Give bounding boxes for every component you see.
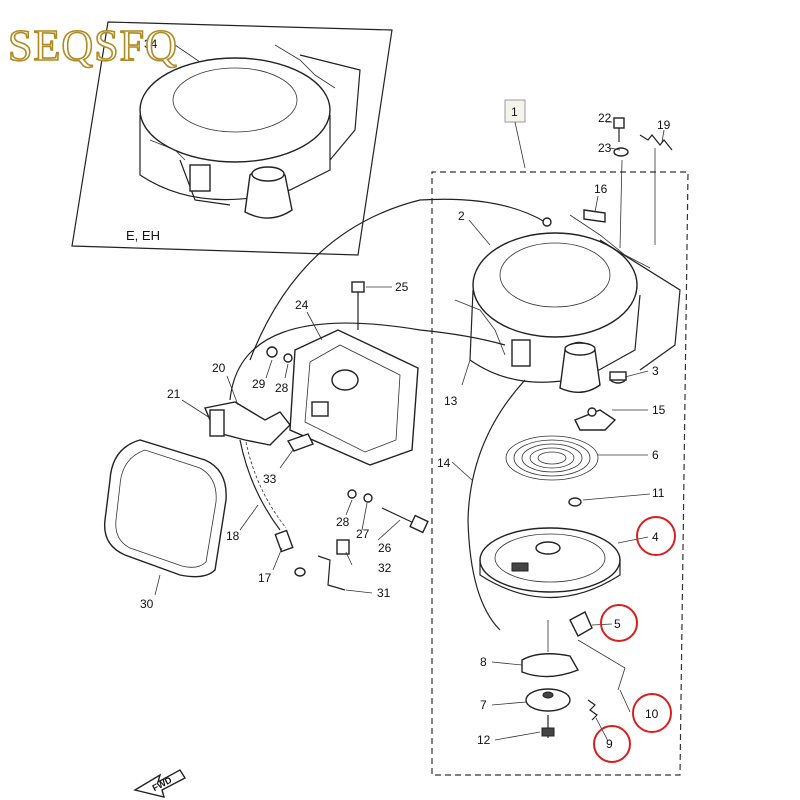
part-28-lower bbox=[347, 489, 357, 499]
callout-14: 14 bbox=[437, 456, 451, 470]
callout-28-lower: 28 bbox=[336, 515, 350, 529]
callout-13: 13 bbox=[444, 394, 458, 408]
part-27 bbox=[363, 493, 373, 503]
callout-12: 12 bbox=[477, 733, 491, 747]
part-18-cable bbox=[239, 439, 281, 531]
part-17 bbox=[274, 529, 306, 577]
callout-9: 9 bbox=[606, 737, 613, 751]
callout-26: 26 bbox=[378, 541, 392, 555]
part-29 bbox=[266, 346, 278, 358]
callout-33: 33 bbox=[263, 472, 277, 486]
callout-20: 20 bbox=[212, 361, 226, 375]
starter-rope bbox=[467, 379, 526, 631]
callout-5: 5 bbox=[614, 617, 621, 631]
callout-2: 2 bbox=[458, 209, 465, 223]
part-25-bolt bbox=[351, 281, 365, 330]
part-4-pulley bbox=[479, 527, 621, 598]
part-5 bbox=[569, 611, 593, 637]
part-23-washer bbox=[613, 147, 629, 157]
highlight-circles bbox=[593, 516, 676, 763]
callout-11: 11 bbox=[652, 486, 665, 500]
inset-label: E, EH bbox=[126, 228, 160, 243]
callout-34: 34 bbox=[144, 37, 158, 51]
part-16 bbox=[583, 209, 606, 223]
callout-10: 10 bbox=[645, 707, 659, 721]
callout-31: 31 bbox=[377, 586, 391, 600]
callout-7: 7 bbox=[480, 698, 487, 712]
callout-16: 16 bbox=[594, 182, 608, 196]
callout-27: 27 bbox=[356, 527, 370, 541]
callout-25: 25 bbox=[395, 280, 409, 294]
callout-19: 19 bbox=[657, 118, 671, 132]
inset-panel: E, EH 34 bbox=[71, 21, 393, 256]
callout-8: 8 bbox=[480, 655, 487, 669]
part-28-upper bbox=[283, 353, 293, 363]
highlight-circle-4 bbox=[636, 516, 676, 556]
callout-24: 24 bbox=[295, 298, 309, 312]
brand-watermark: SEQSFQ bbox=[8, 21, 178, 70]
part-24-bracket bbox=[289, 329, 419, 466]
callout-1: 1 bbox=[511, 105, 518, 119]
part-20-21-lever bbox=[204, 401, 291, 446]
part-9 bbox=[587, 699, 598, 721]
part-10 bbox=[577, 639, 626, 691]
part-11 bbox=[568, 497, 582, 507]
highlight-circle-9 bbox=[593, 725, 631, 763]
callout-29: 29 bbox=[252, 377, 266, 391]
part-19-spring bbox=[639, 134, 673, 151]
throttle-cable bbox=[249, 198, 546, 361]
part-12-screw bbox=[541, 715, 555, 738]
part-33 bbox=[286, 433, 314, 452]
callout-6: 6 bbox=[652, 448, 659, 462]
callout-4: 4 bbox=[652, 530, 659, 544]
part-7 bbox=[525, 688, 571, 712]
assembly-box: 1 bbox=[431, 99, 689, 776]
part-26-bolt bbox=[381, 507, 429, 534]
callout-22: 22 bbox=[598, 111, 612, 125]
starter-housing bbox=[454, 214, 681, 393]
cable-loop bbox=[229, 322, 506, 401]
callout-15: 15 bbox=[652, 403, 666, 417]
callout-17: 17 bbox=[258, 571, 272, 585]
part-3 bbox=[609, 371, 627, 384]
part-30-gasket bbox=[103, 439, 227, 578]
callout-21: 21 bbox=[167, 387, 181, 401]
callout-18: 18 bbox=[226, 529, 240, 543]
fwd-arrow: FWD bbox=[133, 769, 186, 798]
part-8 bbox=[521, 653, 580, 678]
part-22-bolt bbox=[613, 117, 625, 142]
highlight-circle-10 bbox=[632, 693, 672, 733]
part-6-spring bbox=[505, 435, 599, 481]
callout-labels: 2 3 4 5 6 7 8 9 10 11 12 13 14 15 16 17 … bbox=[140, 111, 671, 751]
callout-23: 23 bbox=[598, 141, 612, 155]
part-31 bbox=[317, 555, 346, 591]
callout-30: 30 bbox=[140, 597, 154, 611]
callout-28-upper: 28 bbox=[275, 381, 289, 395]
part-32 bbox=[336, 539, 350, 555]
callout-32: 32 bbox=[378, 561, 392, 575]
highlight-circle-5 bbox=[600, 604, 638, 642]
callout-3: 3 bbox=[652, 364, 659, 378]
